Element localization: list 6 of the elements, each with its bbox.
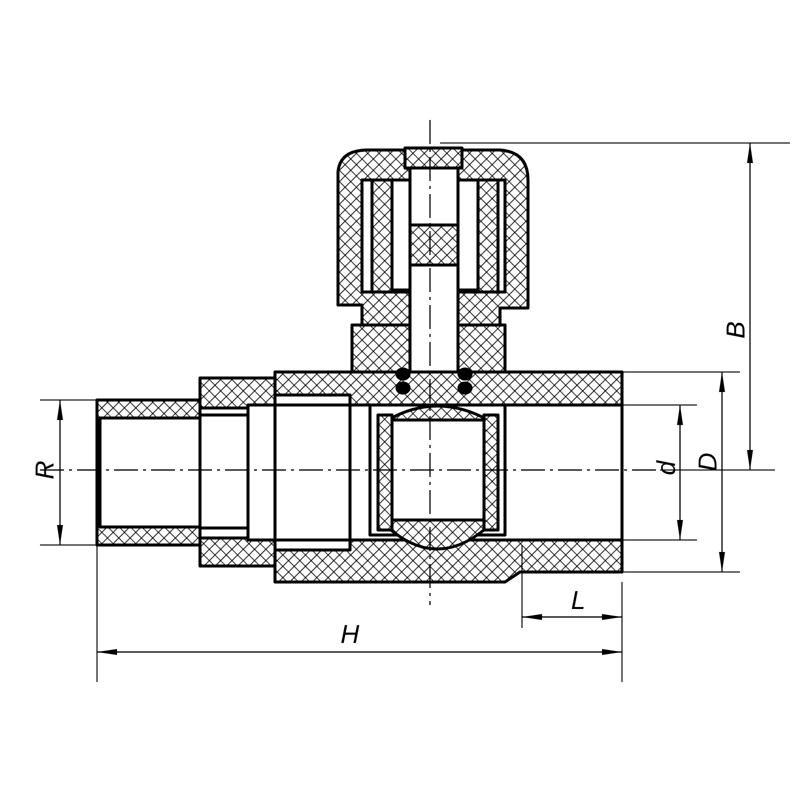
dimension-label: d	[653, 460, 680, 476]
dimension-label: L	[571, 587, 586, 613]
dimension-label: B	[722, 321, 748, 339]
dimension-label: H	[340, 621, 360, 647]
dimension-label: D	[694, 452, 720, 472]
dimension-label: R	[30, 460, 57, 480]
